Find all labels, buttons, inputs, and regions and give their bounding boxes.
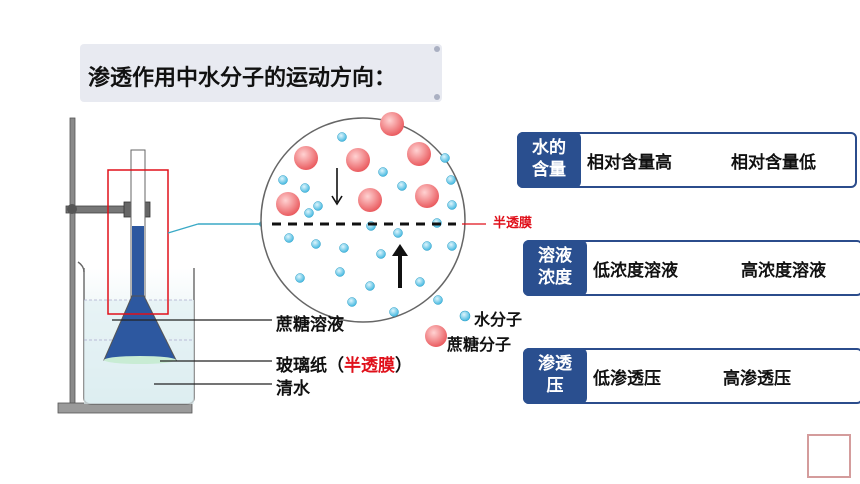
legend-water-label: 水分子	[474, 310, 523, 329]
water-molecule	[313, 201, 323, 211]
zoom-connector	[167, 223, 199, 234]
water-molecule	[433, 295, 443, 305]
sucrose-molecule	[294, 146, 318, 170]
sucrose-molecule	[346, 148, 370, 172]
row-to: 相对含量低	[731, 153, 816, 173]
membrane-label: 半透膜	[493, 216, 533, 231]
sucrose-molecule-icon	[425, 325, 447, 347]
water-molecule	[365, 281, 375, 291]
sucrose-molecule	[358, 188, 382, 212]
sucrose-molecule	[276, 192, 300, 216]
corner-dot-icon	[434, 94, 440, 100]
row-from: 相对含量高	[587, 153, 672, 173]
sucrose-molecule	[380, 112, 404, 136]
water-molecule	[304, 208, 314, 218]
water-molecule	[446, 175, 456, 185]
legend-sucrose-label: 蔗糖分子	[447, 335, 512, 354]
seal-stamp-icon	[807, 434, 851, 478]
row-to: 高渗透压	[723, 369, 791, 389]
water-molecule	[440, 153, 450, 163]
corner-dot-icon	[434, 46, 440, 52]
water-molecule	[389, 307, 399, 317]
water-molecule	[376, 249, 386, 259]
row-from: 低浓度溶液	[593, 261, 678, 281]
water-molecule	[337, 132, 347, 142]
title-box	[80, 44, 442, 102]
water-molecule	[311, 239, 321, 249]
row-tag: 水的含量	[517, 132, 581, 188]
down-arrow-icon	[331, 168, 343, 206]
water-molecule-icon	[459, 310, 471, 322]
water-molecule	[284, 233, 294, 243]
magnified-view	[260, 112, 486, 323]
row-from: 低渗透压	[593, 369, 661, 389]
water-molecule	[447, 241, 457, 251]
water-molecule	[335, 267, 345, 277]
water-molecule	[347, 297, 357, 307]
water-molecule	[378, 167, 388, 177]
sucrose-molecule	[415, 184, 439, 208]
clear-water-label: 清水	[276, 379, 310, 399]
water-molecule	[447, 200, 457, 210]
semipermeable-membrane-label: 半透膜	[344, 356, 395, 376]
water-molecule	[393, 228, 403, 238]
page-title: 渗透作用中水分子的运动方向：	[88, 66, 397, 91]
row-tag: 溶液浓度	[523, 240, 587, 296]
water-molecule	[415, 277, 425, 287]
water-molecule	[397, 181, 407, 191]
up-arrow-icon	[392, 244, 408, 288]
water-molecule	[339, 243, 349, 253]
row-to: 高浓度溶液	[741, 261, 826, 281]
water-molecule	[278, 175, 288, 185]
water-molecule	[295, 273, 305, 283]
water-molecule	[422, 241, 432, 251]
glass-paper-label: 玻璃纸（半透膜）	[276, 356, 412, 376]
sucrose-molecule	[407, 142, 431, 166]
funnel-icon	[103, 149, 177, 364]
sucrose-solution-label: 蔗糖溶液	[276, 315, 344, 335]
row-tag: 渗透压	[523, 348, 587, 404]
water-molecule	[300, 183, 310, 193]
